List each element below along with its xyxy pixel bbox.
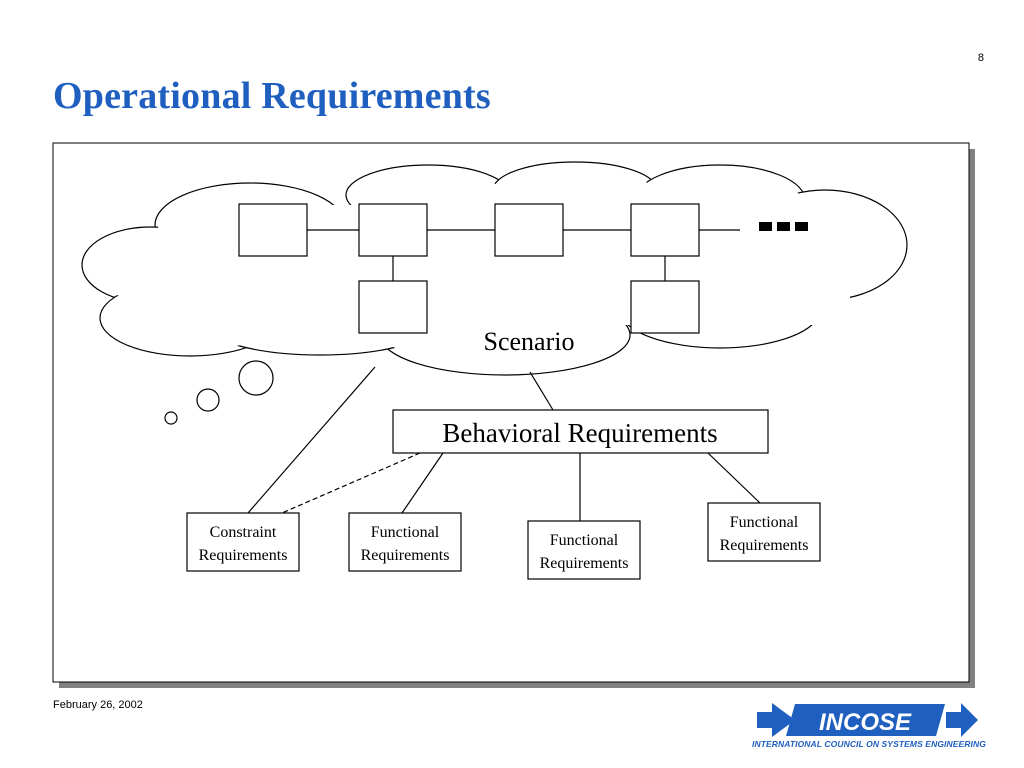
- thought-bubble-large: [238, 360, 274, 396]
- thought-bubble-medium: [196, 388, 220, 412]
- requirement-box-functional-2: Functional Requirements: [527, 520, 641, 580]
- logo-text: INCOSE: [819, 709, 912, 736]
- footer-date: February 26, 2002: [53, 699, 143, 711]
- scenario-connectors: [307, 229, 740, 281]
- behavioral-requirements-box: [392, 409, 769, 454]
- requirement-box-constraint: Constraint Requirements: [186, 512, 300, 572]
- scenario-step-box: [630, 203, 700, 257]
- incose-logo: INCOSE: [757, 703, 978, 737]
- requirement-line1: Constraint: [210, 524, 277, 541]
- scenario-branch-box: [630, 280, 700, 334]
- requirement-line1: Functional: [550, 532, 619, 549]
- scenario-label: Scenario: [484, 327, 575, 356]
- requirement-box-functional-1: Functional Requirements: [348, 512, 462, 572]
- slide-title: Operational Requirements: [53, 75, 491, 117]
- scenario-step-box: [358, 203, 428, 257]
- scenario-step-box: [494, 203, 564, 257]
- logo-subtitle: INTERNATIONAL COUNCIL ON SYSTEMS ENGINEE…: [752, 739, 986, 749]
- requirement-line2: Requirements: [720, 537, 809, 554]
- scenario-step-box: [238, 203, 308, 257]
- logo-arrow-left: [757, 703, 795, 737]
- requirement-connectors: [247, 366, 761, 521]
- logo-arrow-right: [946, 703, 978, 737]
- requirement-line2: Requirements: [199, 547, 288, 564]
- requirement-box-functional-3: Functional Requirements: [707, 502, 821, 562]
- continuation-marks: [759, 222, 808, 231]
- scenario-steps: [238, 203, 700, 334]
- scenario-branch-box: [358, 280, 428, 334]
- requirement-line1: Functional: [730, 514, 799, 531]
- thought-bubble-small: [164, 411, 178, 425]
- requirement-line1: Functional: [371, 524, 440, 541]
- requirement-line2: Requirements: [361, 547, 450, 564]
- requirement-line2: Requirements: [540, 555, 629, 572]
- logo-banner: [786, 704, 945, 736]
- behavioral-requirements-label: Behavioral Requirements: [442, 418, 717, 448]
- page-number: 8: [977, 52, 984, 64]
